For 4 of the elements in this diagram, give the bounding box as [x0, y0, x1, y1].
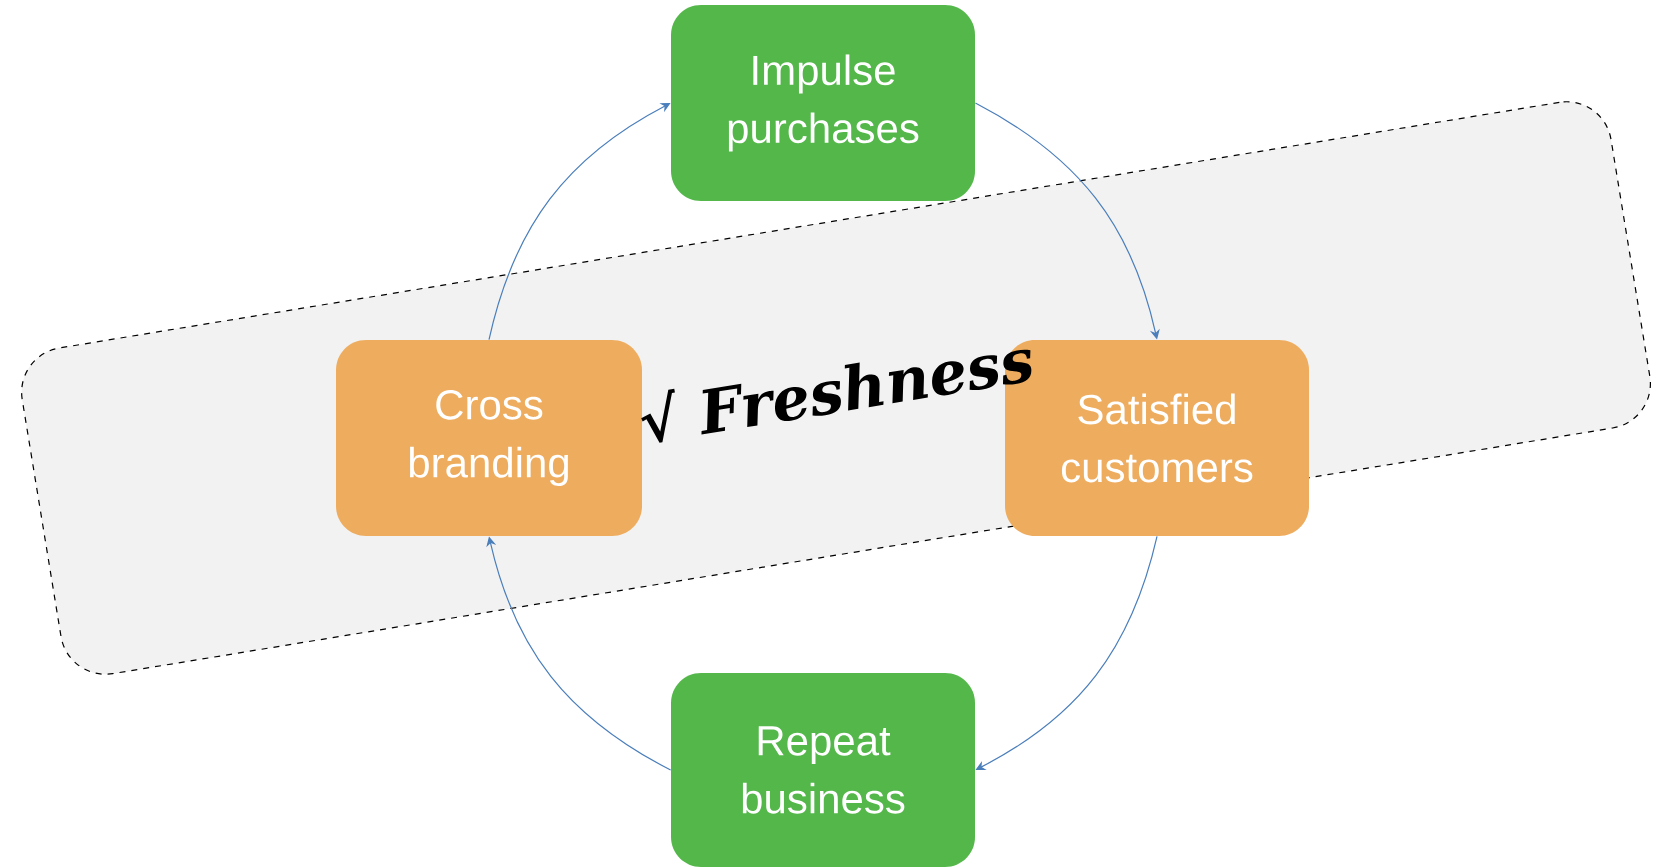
banner-text: √ Freshness [641, 349, 1032, 443]
process-box: Repeat business [671, 673, 975, 867]
process-box: Cross branding [336, 340, 642, 536]
process-box: Impulse purchases [671, 5, 975, 201]
